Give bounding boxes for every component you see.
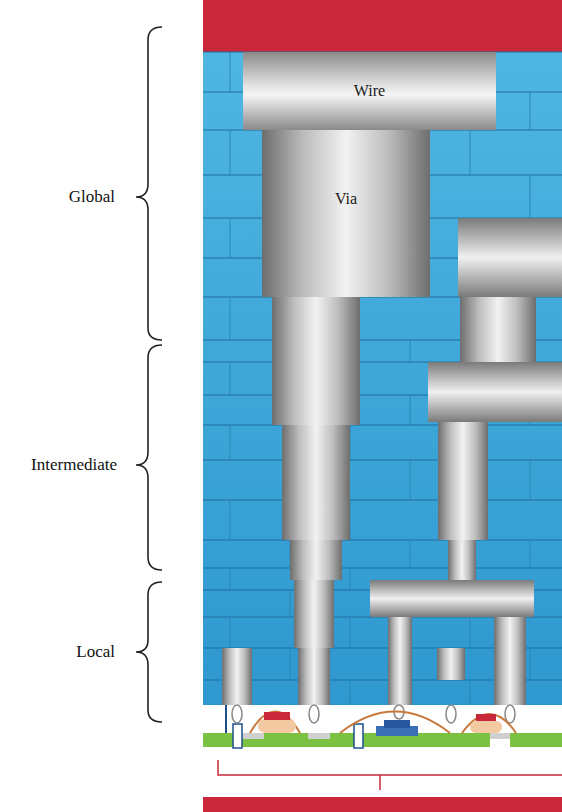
level-label: Intermediate (31, 455, 117, 475)
passivation-band (203, 0, 562, 52)
transistor-layer (203, 705, 562, 790)
level-label: Global (69, 187, 115, 207)
substrate-band (203, 797, 562, 812)
layer-label: Wire (354, 82, 385, 100)
dielectric-layers (203, 52, 562, 705)
wire-segment: Wire (243, 52, 496, 130)
level-label: Local (76, 642, 115, 662)
bracket (136, 27, 162, 722)
via-segment: Via (262, 130, 430, 297)
dielectric (203, 52, 562, 705)
layer-label: Via (335, 190, 357, 208)
